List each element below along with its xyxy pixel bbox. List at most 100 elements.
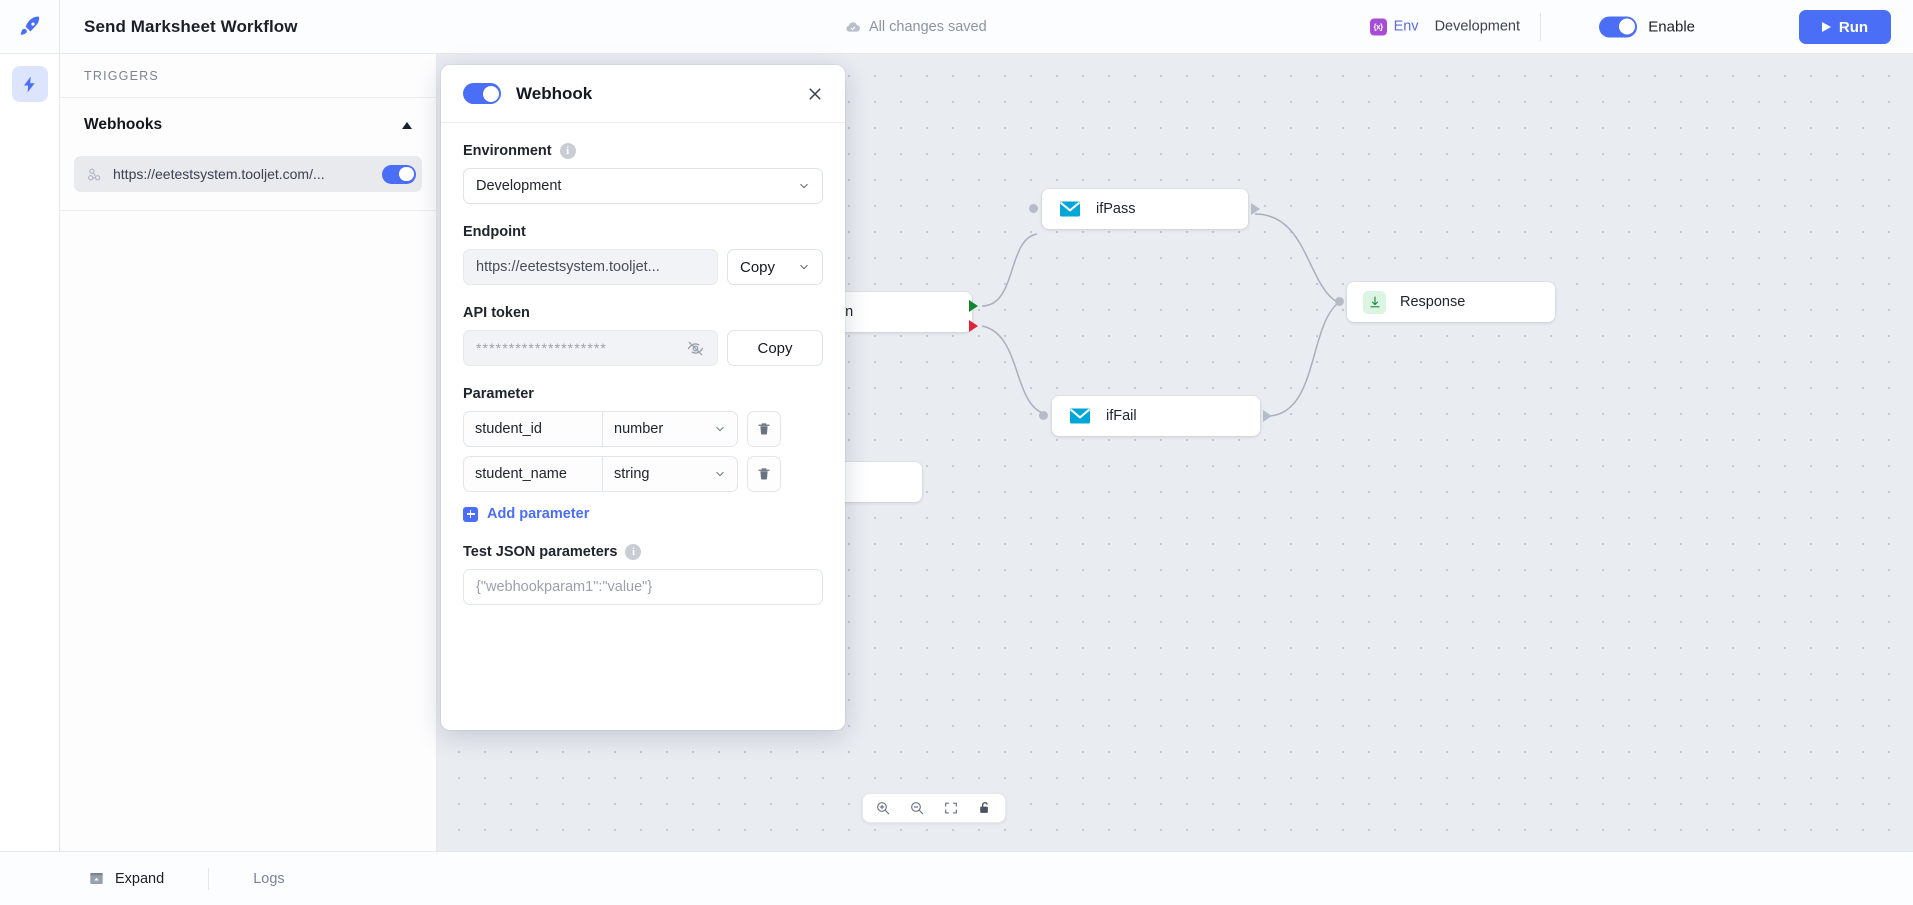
chevron-down-icon — [800, 264, 808, 270]
webhook-icon — [87, 168, 101, 180]
test-json-input[interactable]: {"webhookparam1":"value"} — [463, 569, 823, 605]
canvas-node-response[interactable]: Response — [1347, 282, 1555, 322]
triggers-panel-header: TRIGGERS — [60, 54, 436, 98]
save-status: All changes saved — [845, 19, 987, 35]
parameter-name-input[interactable]: student_id — [463, 411, 602, 447]
webhooks-section-title: Webhooks — [84, 116, 163, 133]
app-logo[interactable] — [0, 0, 60, 53]
parameter-name-input[interactable]: student_name — [463, 456, 602, 492]
canvas-node-label: ifPass — [1096, 201, 1136, 217]
webhook-enable-toggle[interactable] — [382, 164, 416, 184]
endpoint-copy-button[interactable]: Copy — [727, 249, 823, 285]
endpoint-row: https://eetestsystem.tooljet... Copy — [463, 249, 823, 285]
canvas-node-label: ifFail — [1106, 408, 1137, 424]
api-token-copy-button[interactable]: Copy — [727, 330, 823, 366]
node-output-port[interactable] — [1251, 203, 1260, 215]
add-parameter-label: Add parameter — [487, 506, 590, 522]
env-label: Env — [1393, 18, 1419, 35]
run-button-label: Run — [1838, 18, 1869, 36]
node-input-port[interactable] — [1335, 297, 1344, 306]
header-divider — [1540, 13, 1541, 41]
endpoint-input[interactable]: https://eetestsystem.tooljet... — [463, 249, 718, 285]
api-token-label-text: API token — [463, 305, 530, 321]
api-token-input[interactable]: ******************** — [463, 330, 718, 366]
fit-view-icon — [945, 802, 957, 814]
env-value: Development — [1434, 18, 1520, 35]
expand-button[interactable]: Expand — [88, 870, 164, 887]
eye-off-icon[interactable] — [686, 339, 705, 358]
webhook-modal-toggle[interactable] — [463, 83, 501, 104]
parameter-label-text: Parameter — [463, 386, 534, 402]
mail-icon — [1059, 201, 1081, 217]
endpoint-copy-label: Copy — [740, 258, 776, 276]
environment-select[interactable]: Development — [463, 168, 823, 204]
close-icon[interactable] — [805, 84, 825, 104]
webhook-modal-header: Webhook — [441, 65, 845, 123]
zoom-out-button[interactable] — [904, 795, 930, 821]
parameter-type-select[interactable]: number — [602, 411, 738, 447]
environment-selector[interactable]: {x} Env Development — [1369, 18, 1520, 35]
triggers-panel-title: TRIGGERS — [84, 68, 159, 83]
webhooks-section-header[interactable]: Webhooks — [60, 98, 436, 152]
parameter-type-value: number — [614, 421, 664, 437]
test-json-placeholder: {"webhookparam1":"value"} — [476, 579, 653, 595]
canvas-toolbar — [862, 793, 1006, 823]
parameter-type-value: string — [614, 466, 650, 482]
node-input-port[interactable] — [1039, 411, 1048, 420]
lightning-bolt-icon — [23, 76, 35, 92]
api-token-row: ******************** Copy — [463, 330, 823, 366]
logs-label: Logs — [253, 870, 285, 887]
add-parameter-button[interactable]: Add parameter — [463, 506, 823, 522]
canvas-node-label: Response — [1400, 294, 1466, 310]
panel-divider — [60, 210, 436, 211]
parameter-delete-button[interactable] — [747, 456, 781, 492]
endpoint-value: https://eetestsystem.tooljet... — [476, 259, 660, 275]
node-input-port[interactable] — [1029, 204, 1038, 213]
save-status-text: All changes saved — [869, 18, 987, 35]
canvas-node-ifpass[interactable]: ifPass — [1042, 189, 1248, 229]
icon-rail — [0, 54, 60, 851]
parameter-row: student_id number — [463, 411, 823, 447]
environment-label-text: Environment — [463, 143, 552, 159]
node-output-true-port[interactable] — [969, 300, 978, 312]
chevron-down-icon — [716, 426, 724, 432]
zoom-in-icon — [877, 802, 890, 815]
triggers-panel: TRIGGERS Webhooks https://eetestsystem.t… — [60, 54, 437, 851]
caret-up-icon[interactable] — [402, 121, 412, 129]
expand-label: Expand — [115, 870, 165, 887]
env-variable-icon: {x} — [1369, 18, 1387, 35]
mail-icon — [1069, 408, 1091, 424]
enable-label: Enable — [1648, 18, 1695, 35]
webhook-config-modal: Webhook Environment i Development Endpoi… — [441, 65, 845, 730]
parameter-type-select[interactable]: string — [602, 456, 738, 492]
run-button[interactable]: Run — [1799, 10, 1891, 44]
lock-canvas-button[interactable] — [972, 795, 998, 821]
node-output-false-port[interactable] — [969, 320, 978, 332]
info-icon[interactable]: i — [625, 544, 642, 560]
environment-field-label: Environment i — [463, 143, 823, 159]
sidebar-item-triggers[interactable] — [11, 66, 48, 102]
logs-button[interactable]: Logs — [253, 871, 284, 887]
node-output-port[interactable] — [1263, 410, 1272, 422]
footer-divider — [208, 867, 210, 890]
zoom-out-icon — [911, 802, 924, 815]
api-token-field-label: API token — [463, 305, 823, 321]
webhook-list-item[interactable]: https://eetestsystem.tooljet.com/... — [74, 156, 422, 192]
zoom-in-button[interactable] — [870, 795, 896, 821]
fit-view-button[interactable] — [938, 795, 964, 821]
parameter-delete-button[interactable] — [747, 411, 781, 447]
info-icon[interactable]: i — [559, 143, 576, 159]
parameter-row: student_name string — [463, 456, 823, 492]
parameter-field-label: Parameter — [463, 386, 823, 402]
webhook-modal-body: Environment i Development Endpoint https… — [441, 123, 845, 605]
chevron-down-icon — [800, 183, 808, 189]
trash-icon — [758, 468, 770, 480]
play-icon — [1821, 22, 1831, 32]
enable-toggle[interactable] — [1599, 16, 1638, 37]
chevron-down-icon — [716, 471, 724, 477]
test-json-field-label: Test JSON parameters i — [463, 544, 823, 560]
plus-square-icon — [463, 506, 478, 522]
enable-workflow-control[interactable]: Enable — [1599, 16, 1695, 37]
endpoint-label-text: Endpoint — [463, 224, 526, 240]
canvas-node-iffail[interactable]: ifFail — [1052, 396, 1260, 436]
